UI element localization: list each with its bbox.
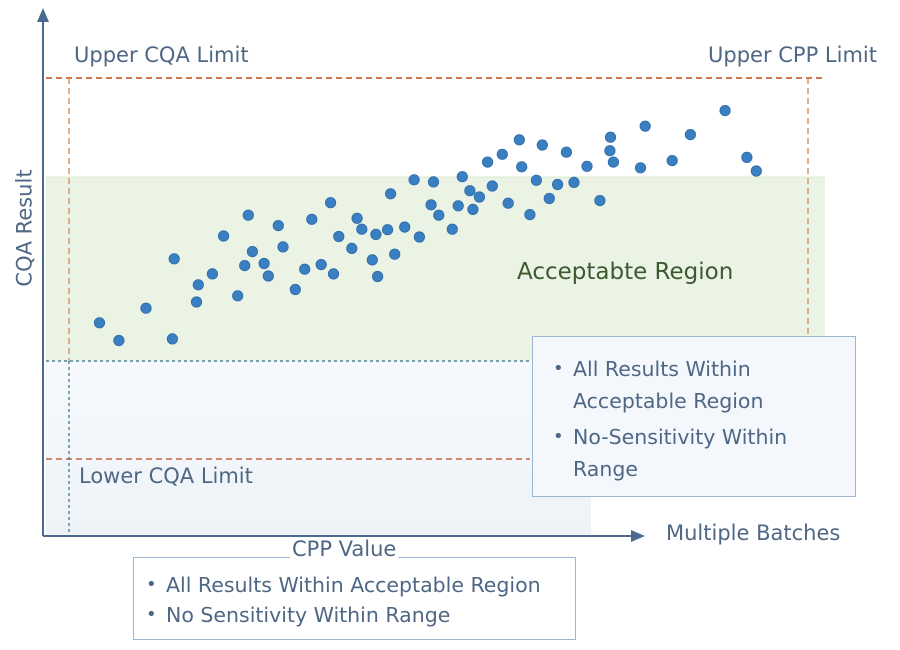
data-point — [536, 139, 548, 151]
data-point — [371, 270, 384, 283]
data-point — [467, 203, 479, 215]
data-point — [604, 145, 616, 157]
data-point — [232, 290, 244, 302]
data-point — [192, 279, 204, 291]
data-point — [741, 151, 753, 163]
data-point — [408, 174, 420, 186]
bottom-box-item-text: All Results Within Acceptable Region — [166, 573, 541, 597]
data-point — [389, 248, 401, 260]
acceptable-region-label: Acceptabte Region — [517, 259, 734, 285]
data-point — [413, 231, 425, 243]
bullet-icon: • — [146, 604, 157, 625]
data-point — [346, 242, 358, 254]
y-axis-label: CQA Result — [12, 169, 37, 287]
data-point — [190, 296, 203, 308]
data-point — [327, 268, 340, 280]
bottom-box-item: • No Sensitivity Within Range — [146, 600, 569, 630]
data-point — [604, 131, 617, 143]
data-point — [502, 197, 514, 209]
data-point — [262, 270, 274, 282]
bullet-icon: • — [553, 426, 564, 447]
bullet-icon: • — [553, 358, 564, 379]
bottom-box-item-text: No Sensitivity Within Range — [166, 603, 451, 627]
x-axis-note: Multiple Batches — [666, 521, 841, 545]
data-point — [524, 209, 536, 221]
right-box-item-text: No-Sensitivity Within Range — [573, 425, 788, 481]
upper-cpp-limit-label: Upper CPP Limit — [708, 43, 877, 67]
data-point — [594, 195, 606, 207]
bottom-summary-box: • All Results Within Acceptable Region •… — [133, 557, 576, 640]
bottom-box-item: • All Results Within Acceptable Region — [146, 570, 569, 600]
data-point — [719, 105, 731, 117]
data-point — [366, 254, 378, 266]
right-box-item-text: All Results Within Acceptable Region — [573, 357, 764, 413]
data-point — [399, 221, 411, 233]
data-point — [750, 165, 762, 177]
data-point — [452, 200, 464, 212]
right-summary-box: • All Results Within Acceptable Region •… — [532, 336, 856, 497]
scatter-points — [93, 105, 762, 347]
data-point — [516, 161, 528, 173]
data-point — [446, 223, 458, 235]
right-box-item: • No-Sensitivity Within Range — [553, 421, 845, 485]
data-point — [464, 185, 476, 197]
data-point — [351, 212, 363, 224]
data-point — [568, 176, 580, 188]
data-point — [425, 199, 437, 211]
data-point — [113, 334, 125, 347]
data-point — [384, 188, 397, 200]
data-point — [306, 213, 318, 225]
data-point — [560, 146, 573, 158]
bullet-icon: • — [146, 574, 157, 595]
data-point — [370, 228, 382, 240]
data-point — [381, 224, 394, 236]
y-axis-arrowhead — [37, 8, 49, 22]
data-point — [289, 283, 301, 296]
data-point — [639, 120, 651, 132]
data-point — [486, 180, 498, 192]
data-point — [277, 241, 289, 253]
data-point — [299, 263, 311, 275]
data-point — [246, 246, 258, 258]
data-point — [140, 302, 152, 314]
data-point — [607, 156, 620, 168]
data-point — [93, 317, 106, 329]
data-point — [634, 162, 647, 174]
data-point — [258, 257, 270, 270]
data-point — [218, 230, 230, 242]
data-point — [333, 230, 345, 243]
data-point — [206, 268, 218, 280]
data-point — [427, 176, 440, 188]
data-point — [684, 129, 697, 141]
data-point — [481, 156, 494, 168]
x-axis-label: CPP Value — [290, 537, 399, 561]
data-point — [551, 178, 564, 191]
right-box-item: • All Results Within Acceptable Region — [553, 353, 845, 417]
data-point — [315, 258, 327, 271]
data-point — [168, 253, 180, 265]
data-point — [513, 134, 525, 146]
data-point — [543, 192, 555, 205]
data-point — [496, 148, 508, 160]
data-point — [530, 174, 543, 186]
upper-cqa-limit-label: Upper CQA Limit — [74, 43, 249, 67]
data-point — [356, 223, 368, 235]
data-point — [272, 220, 284, 232]
data-point — [242, 209, 254, 221]
data-point — [166, 333, 178, 345]
x-axis-arrowhead — [631, 530, 645, 542]
data-point — [324, 197, 337, 209]
data-point — [581, 160, 593, 172]
lower-cqa-limit-label: Lower CQA Limit — [79, 464, 253, 488]
data-point — [456, 171, 468, 183]
data-point — [473, 191, 485, 203]
data-point — [433, 209, 445, 221]
lower-region-band — [46, 361, 591, 536]
data-point — [239, 259, 251, 272]
data-point — [666, 155, 678, 167]
